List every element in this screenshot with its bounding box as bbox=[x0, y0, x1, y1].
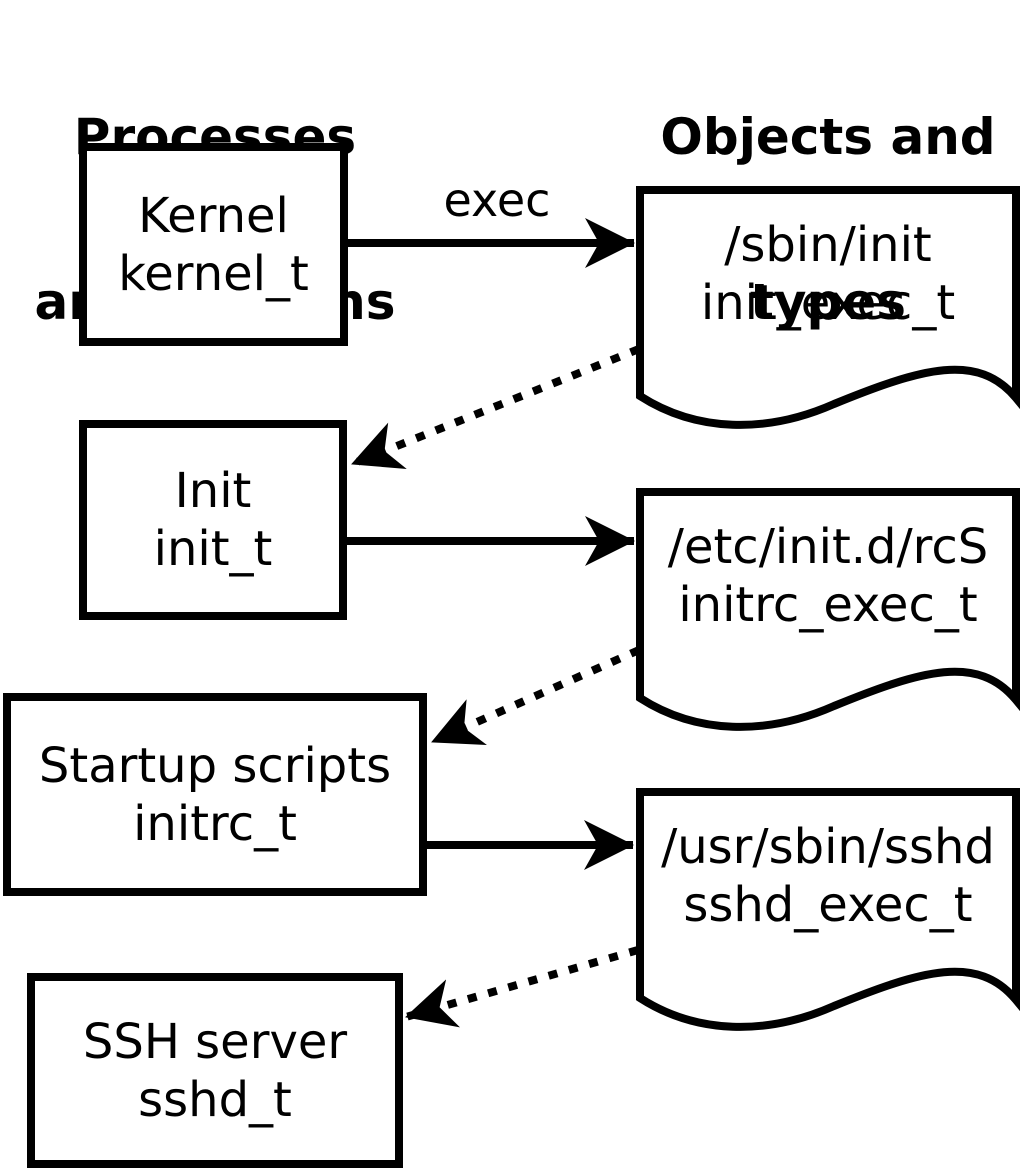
process-domain: initrc_t bbox=[133, 795, 297, 852]
dotted-arrow-rcs-to-initrc bbox=[430, 646, 641, 746]
dotted-arrow-sbin-init-to-init bbox=[350, 345, 641, 469]
document-shape-etc-initd-rcs bbox=[636, 488, 1020, 731]
header-line: Objects and bbox=[660, 108, 996, 166]
process-domain: kernel_t bbox=[118, 245, 309, 302]
process-box-startup-scripts: Startup scripts initrc_t bbox=[3, 693, 427, 896]
process-label: Kernel bbox=[138, 187, 289, 244]
process-domain: init_t bbox=[153, 521, 273, 577]
object-path: /usr/sbin/sshd bbox=[661, 819, 995, 875]
header-line: types bbox=[750, 273, 906, 331]
process-label: Init bbox=[174, 463, 252, 519]
object-type: initrc_exec_t bbox=[678, 577, 978, 633]
dotted-arrow-sshd-exec-to-sshd bbox=[404, 946, 640, 1028]
process-box-init: Init init_t bbox=[79, 420, 347, 620]
process-domain: sshd_t bbox=[138, 1071, 292, 1128]
process-label: SSH server bbox=[82, 1013, 348, 1070]
process-box-ssh-server: SSH server sshd_t bbox=[27, 973, 403, 1168]
object-label-etc-initd-rcs: /etc/init.d/rcS initrc_exec_t bbox=[636, 518, 1020, 634]
process-box-kernel: Kernel kernel_t bbox=[79, 143, 348, 346]
column-header-objects: Objects and types bbox=[620, 0, 1024, 440]
document-shape-sbin-init bbox=[636, 186, 1020, 429]
process-label: Startup scripts bbox=[38, 737, 392, 794]
edge-label-exec: exec bbox=[443, 173, 551, 227]
document-shape-usr-sbin-sshd bbox=[636, 788, 1020, 1031]
object-type: sshd_exec_t bbox=[683, 877, 973, 933]
object-label-usr-sbin-sshd: /usr/sbin/sshd sshd_exec_t bbox=[636, 818, 1020, 934]
object-path: /etc/init.d/rcS bbox=[667, 519, 989, 575]
object-label-sbin-init: /sbin/init init_exec_t bbox=[636, 216, 1020, 332]
object-type: init_exec_t bbox=[700, 275, 956, 331]
object-path: /sbin/init bbox=[724, 217, 932, 273]
